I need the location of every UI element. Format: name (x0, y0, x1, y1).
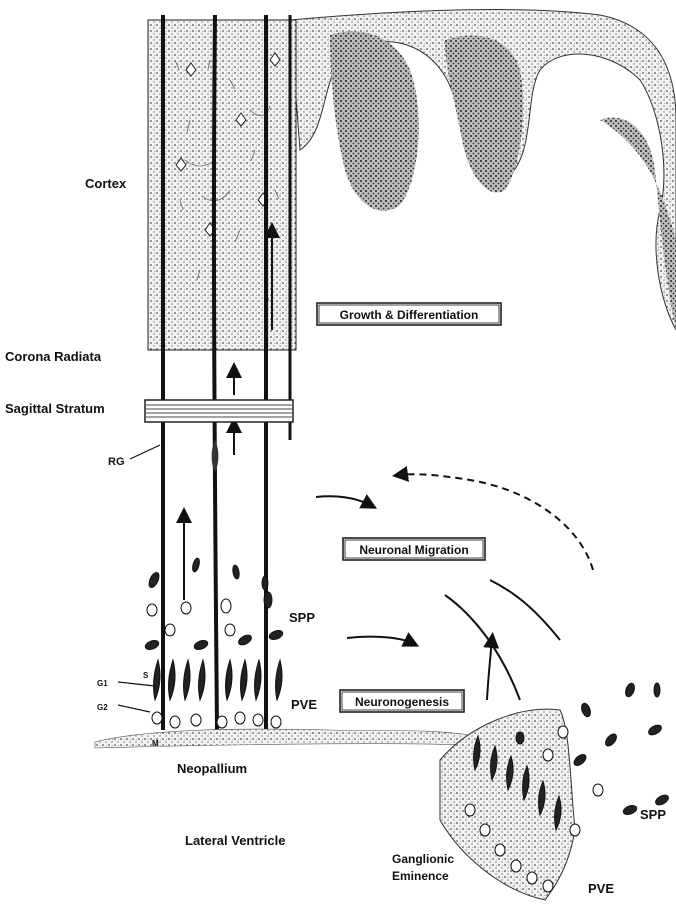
rg-label: RG (108, 456, 125, 468)
cortex-label: Cortex (85, 176, 127, 191)
neuronogenesis-label: Neuronogenesis (355, 695, 449, 709)
cortex-column (148, 20, 296, 350)
neopallium-label: Neopallium (177, 761, 247, 776)
eminence-label: Eminence (392, 869, 449, 883)
pve-lower-label: PVE (588, 881, 614, 896)
g2-label: G2 (97, 703, 108, 712)
sagittal-stratum-band (145, 400, 293, 422)
corona-radiata-label: Corona Radiata (5, 349, 102, 364)
g1-label: G1 (97, 679, 108, 688)
s-phase-label: S (143, 671, 149, 680)
migrating-neuron (212, 440, 219, 472)
neuronal-migration-label: Neuronal Migration (359, 543, 468, 557)
growth-differentiation-label: Growth & Differentiation (340, 308, 479, 322)
pve-upper-label: PVE (291, 697, 317, 712)
neuronogenesis-box: Neuronogenesis (340, 690, 464, 712)
growth-differentiation-box: Growth & Differentiation (317, 303, 501, 325)
neuronal-migration-box: Neuronal Migration (343, 538, 485, 560)
m-phase-label: M (152, 739, 159, 748)
tangential-migration-streams (316, 474, 593, 700)
spp-upper-label: SPP (289, 610, 315, 625)
sagittal-stratum-label: Sagittal Stratum (5, 401, 105, 416)
lateral-ventricle-label: Lateral Ventricle (185, 833, 285, 848)
cortical-surface (290, 10, 676, 330)
ganglionic-label: Ganglionic (392, 852, 454, 866)
spp-lower-label: SPP (640, 807, 666, 822)
